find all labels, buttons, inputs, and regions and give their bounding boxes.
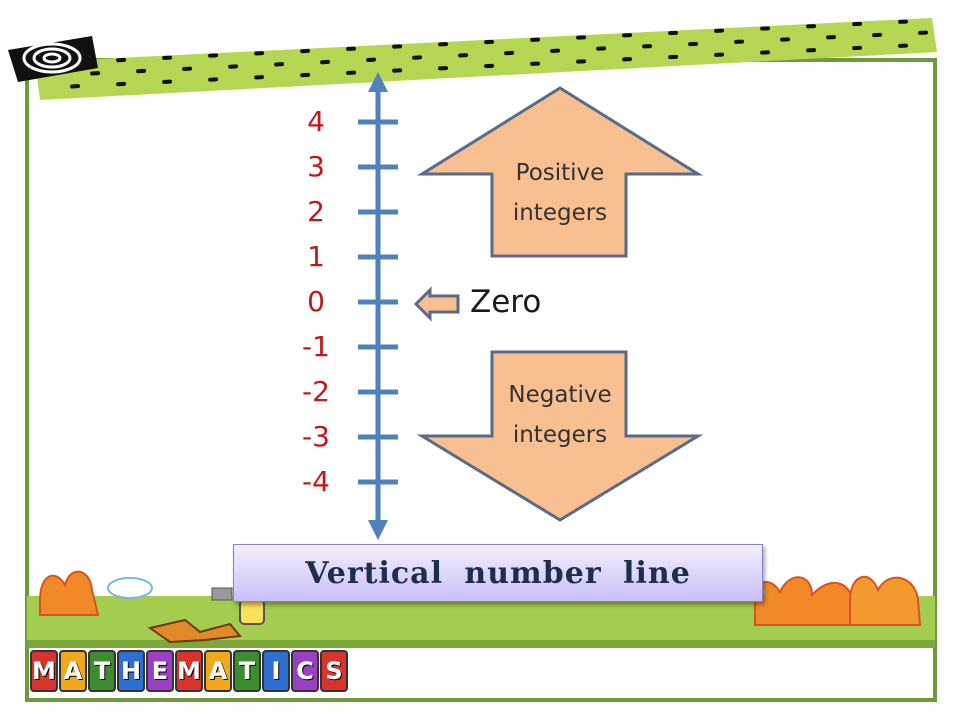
banner-dot	[898, 19, 909, 24]
banner-dot	[346, 46, 357, 51]
banner-dot	[898, 43, 909, 48]
number-label: 2	[307, 195, 325, 228]
top-banner	[35, 18, 937, 100]
banner-dot	[90, 71, 101, 76]
banner-dot	[852, 21, 863, 27]
negative-arrow-line2: integers	[512, 422, 608, 448]
banner-dot	[392, 44, 403, 49]
banner-dot	[760, 26, 771, 31]
banner-dot	[182, 66, 193, 71]
banner-dot	[116, 81, 127, 87]
number-line	[358, 72, 398, 540]
banner-dot	[576, 35, 587, 40]
banner-dot	[366, 57, 377, 62]
logo-letter: E	[146, 650, 174, 692]
banner-dot	[530, 37, 541, 42]
banner-dot	[116, 57, 127, 63]
logo-letter: S	[320, 650, 348, 692]
logo-letter: T	[88, 650, 116, 692]
number-line-top-arrowhead	[368, 72, 388, 92]
banner-dot	[780, 37, 791, 42]
banner-dot	[320, 59, 331, 65]
banner-dot	[438, 66, 449, 71]
banner-dot	[458, 53, 469, 58]
banner-dot	[918, 30, 929, 35]
number-label: 4	[307, 105, 325, 138]
banner-dot	[668, 54, 679, 60]
title-box: Vertical number line	[233, 544, 763, 602]
banner-dot	[714, 52, 725, 57]
banner-dot	[274, 62, 285, 67]
zero-pointer-arrow	[413, 286, 460, 322]
logo-letter: T	[233, 650, 261, 692]
positive-arrow-line1: Positive	[515, 160, 605, 186]
number-label: 0	[307, 285, 325, 318]
title: Vertical number line	[305, 555, 691, 591]
negative-arrow-line1: Negative	[508, 382, 612, 408]
banner-dot	[688, 41, 699, 47]
banner-dot	[852, 45, 863, 51]
banner-dot	[300, 48, 311, 54]
banner-dot	[254, 51, 265, 56]
banner-dot	[734, 39, 745, 44]
banner-dot	[622, 33, 633, 38]
banner-dot	[228, 64, 239, 69]
banner-dot	[438, 42, 449, 47]
banner-dot	[162, 55, 173, 60]
banner-dot	[504, 50, 515, 56]
banner-dot	[162, 79, 173, 84]
banner-dot	[806, 48, 817, 53]
logo-letter: A	[59, 650, 87, 692]
positive-integers-arrow	[416, 86, 704, 258]
number-label: -4	[302, 465, 330, 498]
number-label: -2	[302, 375, 330, 408]
number-line-bottom-arrowhead	[368, 520, 388, 540]
banner-dot	[596, 46, 607, 51]
number-label: -3	[302, 420, 330, 453]
banner-dot	[392, 68, 403, 73]
banner-dot	[550, 48, 561, 53]
banner-dot	[70, 84, 81, 89]
number-label: 1	[307, 240, 325, 273]
banner-dot	[484, 39, 495, 45]
banner-dot	[668, 30, 679, 36]
banner-dot	[208, 53, 219, 58]
logo-letter: I	[262, 650, 290, 692]
banner-dot	[806, 24, 817, 29]
banner-dot	[208, 77, 219, 82]
grass-scene	[27, 570, 935, 648]
banner-dot	[346, 70, 357, 75]
logo-letter: M	[30, 650, 58, 692]
banner-dot	[760, 50, 771, 55]
logo-letter: M	[175, 650, 203, 692]
banner-dot	[872, 32, 883, 38]
logo-letter: A	[204, 650, 232, 692]
banner-dot	[136, 68, 147, 74]
zero-label: Zero	[470, 284, 542, 320]
positive-arrow-line2: integers	[512, 200, 608, 226]
banner-dot	[484, 63, 495, 69]
banner-dot	[300, 72, 311, 78]
banner-dot	[622, 57, 633, 62]
banner-dot	[576, 59, 587, 64]
banner-dot	[826, 35, 837, 40]
logo-letter: C	[291, 650, 319, 692]
logo-letter: H	[117, 650, 145, 692]
banner-dot	[412, 55, 423, 60]
number-label: -1	[302, 330, 330, 363]
banner-dot	[254, 75, 265, 80]
banner-dot	[714, 28, 725, 33]
banner-dot	[642, 44, 653, 49]
negative-integers-arrow	[416, 350, 704, 522]
number-label: 3	[307, 150, 325, 183]
banner-dot	[530, 61, 541, 66]
target-icon	[8, 36, 98, 82]
